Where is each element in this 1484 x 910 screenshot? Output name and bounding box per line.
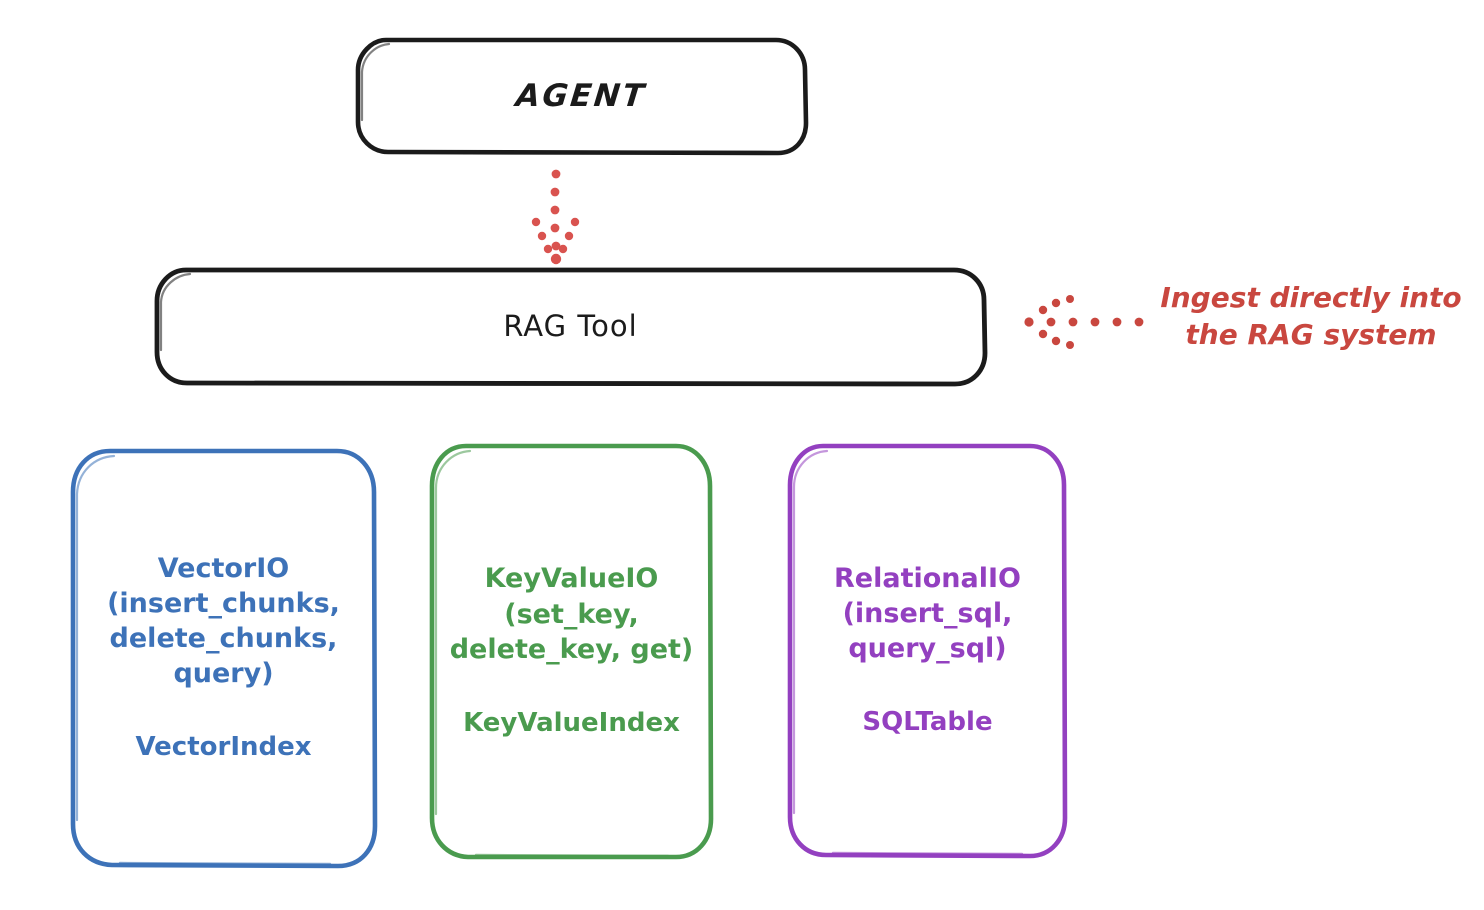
agent-node[interactable]: AGENT	[356, 38, 806, 153]
relational-io-signature: (insert_sql, query_sql)	[842, 598, 1013, 665]
key-value-io-index: KeyValueIndex	[463, 707, 680, 738]
vector-io-node[interactable]: VectorIO (insert_chunks, delete_chunks, …	[72, 450, 375, 866]
vector-io-index: VectorIndex	[135, 732, 312, 763]
ingest-annotation-label: Ingest directly into the RAG system	[1160, 281, 1462, 351]
vector-io-box-outline	[70, 448, 378, 869]
agent-label: AGENT	[513, 77, 648, 114]
key-value-io-signature: (set_key, delete_key, get)	[449, 598, 694, 665]
relational-io-node[interactable]: RelationalIO (insert_sql, query_sql) SQL…	[789, 445, 1066, 856]
relational-io-index: SQLTable	[862, 707, 993, 738]
key-value-io-node[interactable]: KeyValueIO (set_key, delete_key, get) Ke…	[430, 445, 713, 857]
relational-io-box-outline	[787, 443, 1068, 859]
relational-io-title: RelationalIO	[834, 562, 1021, 594]
key-value-io-box-outline	[429, 443, 714, 860]
ingest-to-rag-tool-connector	[1024, 295, 1144, 349]
vector-io-signature: (insert_chunks, delete_chunks, query)	[107, 588, 340, 690]
agent-to-rag-tool-connector	[531, 169, 580, 265]
key-value-io-title: KeyValueIO	[484, 563, 659, 595]
rag-tool-node[interactable]: RAG Tool	[156, 268, 985, 384]
vector-io-title: VectorIO	[157, 552, 290, 584]
rag-tool-box-outline	[154, 267, 988, 387]
rag-tool-label: RAG Tool	[503, 309, 638, 343]
agent-box-outline	[355, 37, 809, 156]
